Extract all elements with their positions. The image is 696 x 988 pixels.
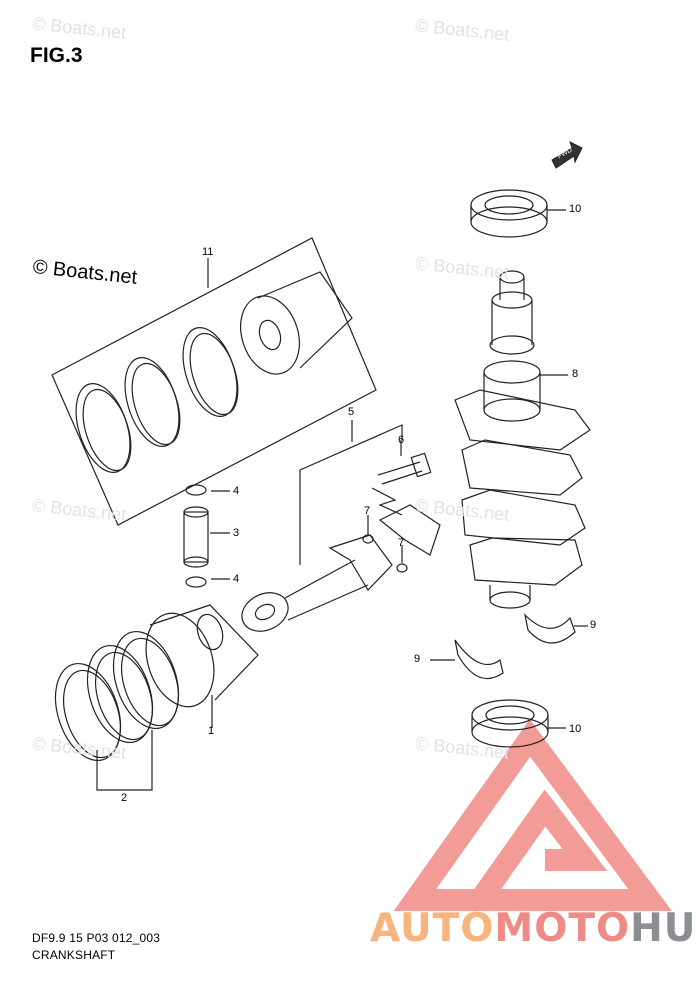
- callout-2: 2: [121, 792, 128, 804]
- callout-10: 10: [569, 723, 582, 735]
- oil-seal-lower: [471, 699, 566, 748]
- crankshaft: [454, 270, 591, 609]
- callout-6: 6: [398, 434, 405, 446]
- oil-seal-upper: [470, 189, 566, 238]
- piston-assembly: [54, 604, 259, 791]
- diagram-code: DF9.9 15 P03 012_003: [32, 931, 161, 945]
- callout-11: 11: [202, 246, 214, 258]
- callout-10: 10: [569, 203, 582, 215]
- callout-4: 4: [233, 485, 240, 497]
- diagram-name: CRANKSHAFT: [32, 948, 116, 962]
- piston-kit-group: [51, 237, 377, 526]
- brand-part-hub: HUB: [630, 906, 696, 951]
- fwd-arrow-icon: [551, 141, 583, 169]
- brand-wordmark: AUTOMOTOHUB: [370, 906, 696, 951]
- callout-9: 9: [590, 619, 597, 631]
- figure-title: FIG.3: [30, 44, 83, 67]
- callout-5: 5: [348, 406, 355, 418]
- bearings: [430, 613, 588, 680]
- brand-part-moto: MOTO: [494, 906, 631, 951]
- callout-1: 1: [208, 725, 215, 737]
- callout-7: 7: [398, 537, 405, 549]
- brand-part-auto: AUTO: [370, 906, 495, 951]
- callout-4: 4: [233, 573, 240, 585]
- piston-pin-group: [183, 484, 230, 588]
- connecting-rod: [241, 420, 441, 632]
- callout-9: 9: [414, 653, 421, 665]
- callout-3: 3: [233, 527, 240, 539]
- callout-8: 8: [572, 368, 579, 380]
- callout-7: 7: [364, 505, 371, 517]
- brand-logo-icon: [393, 719, 672, 911]
